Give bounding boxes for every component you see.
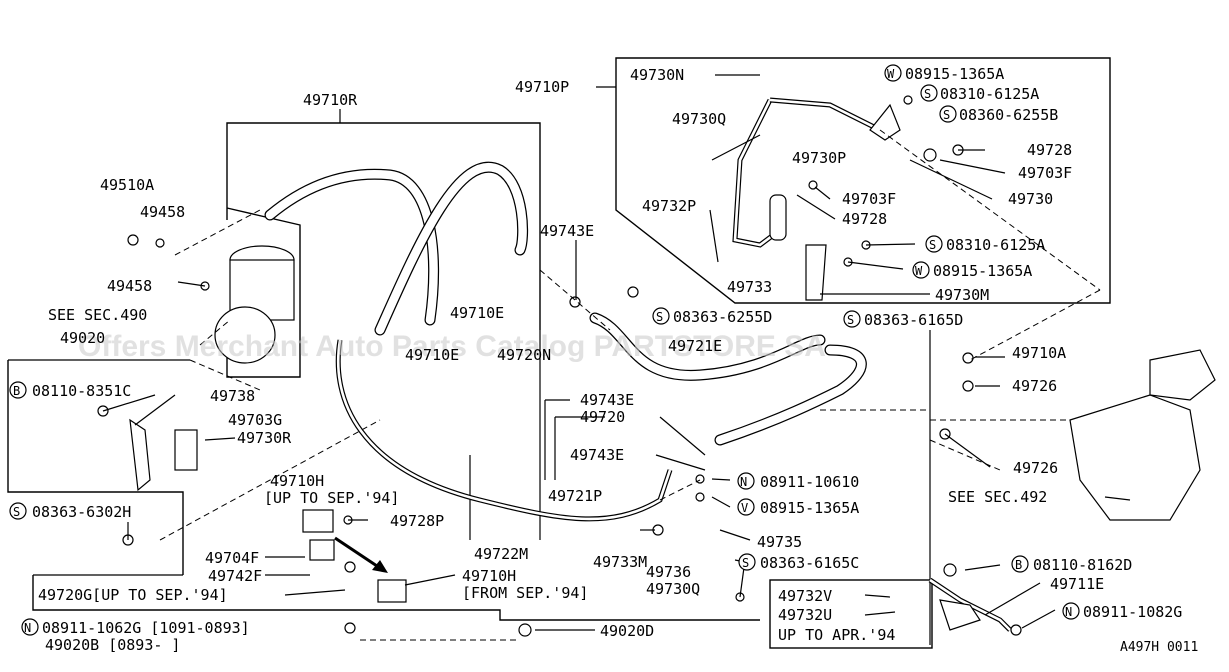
label-08911-1082G: 08911-1082G bbox=[1083, 603, 1182, 621]
label-49722M: 49722M bbox=[474, 545, 528, 563]
svg-text:V: V bbox=[741, 501, 748, 515]
label-49720: 49720 bbox=[580, 408, 625, 426]
label-49733M: 49733M bbox=[593, 553, 647, 571]
label-49020: 49020 bbox=[60, 329, 105, 347]
svg-text:W: W bbox=[915, 264, 923, 278]
label-see-sec-492: SEE SEC.492 bbox=[948, 488, 1047, 506]
label-08915-1365A-2: 08915-1365A bbox=[933, 262, 1032, 280]
label-49720N: 49720N bbox=[497, 346, 551, 364]
label-08363-6165D: 08363-6165D bbox=[864, 311, 963, 329]
label-49510A: 49510A bbox=[100, 176, 154, 194]
label-49458-b: 49458 bbox=[107, 277, 152, 295]
pipe-lines bbox=[335, 97, 1012, 632]
label-up-to-apr-94: UP TO APR.'94 bbox=[778, 626, 895, 644]
label-49710H-a: 49710H bbox=[270, 472, 324, 490]
svg-text:W: W bbox=[887, 67, 895, 81]
label-up-to-sep-94-a: [UP TO SEP.'94] bbox=[264, 489, 399, 507]
svg-text:S: S bbox=[13, 505, 20, 519]
watermark-text: Offers Merchant Auto Parts Catalog PARTS… bbox=[78, 330, 826, 363]
label-49728P: 49728P bbox=[390, 512, 444, 530]
label-49730P: 49730P bbox=[792, 149, 846, 167]
svg-text:N: N bbox=[1065, 605, 1072, 619]
label-from-sep-94: [FROM SEP.'94] bbox=[462, 584, 588, 602]
svg-text:S: S bbox=[929, 238, 936, 252]
label-49732U: 49732U bbox=[778, 606, 832, 624]
footer-code: A497H 0011 bbox=[1120, 640, 1198, 655]
label-49730Q-b: 49730Q bbox=[646, 580, 700, 598]
label-49711E: 49711E bbox=[1050, 575, 1104, 593]
label-08360-6255B: 08360-6255B bbox=[959, 106, 1058, 124]
label-08363-6165C: 08363-6165C bbox=[760, 554, 859, 572]
label-08915-1365A-3: 08915-1365A bbox=[760, 499, 859, 517]
label-49743E-a: 49743E bbox=[540, 222, 594, 240]
label-49458-a: 49458 bbox=[140, 203, 185, 221]
label-49730Q: 49730Q bbox=[672, 110, 726, 128]
label-49704F: 49704F bbox=[205, 549, 259, 567]
label-49738: 49738 bbox=[210, 387, 255, 405]
label-08110-8351C: 08110-8351C bbox=[32, 382, 131, 400]
prefix-markers: W S S S W S S B N V S S B N N bbox=[9, 64, 1080, 636]
svg-text:N: N bbox=[740, 475, 747, 489]
dashed-lines bbox=[159, 129, 1101, 641]
label-49020B: 49020B [0893- ] bbox=[45, 636, 180, 654]
label-49732V: 49732V bbox=[778, 587, 832, 605]
label-49730: 49730 bbox=[1008, 190, 1053, 208]
frame-lines bbox=[7, 57, 1111, 649]
label-08911-1062G: 08911-1062G [1091-0893] bbox=[42, 619, 250, 637]
label-49726-a: 49726 bbox=[1012, 377, 1057, 395]
label-49728-b: 49728 bbox=[842, 210, 887, 228]
label-49721P: 49721P bbox=[548, 487, 602, 505]
label-49720G: 49720G[UP TO SEP.'94] bbox=[38, 586, 228, 604]
label-08110-8162D: 08110-8162D bbox=[1033, 556, 1132, 574]
svg-text:S: S bbox=[656, 310, 663, 324]
part-shapes bbox=[129, 103, 1216, 631]
svg-text:B: B bbox=[1015, 558, 1022, 572]
label-49733: 49733 bbox=[727, 278, 772, 296]
label-49703F-a: 49703F bbox=[842, 190, 896, 208]
label-49703F-b: 49703F bbox=[1018, 164, 1072, 182]
label-49732P: 49732P bbox=[642, 197, 696, 215]
label-49710H-b: 49710H bbox=[462, 567, 516, 585]
svg-text:S: S bbox=[943, 108, 950, 122]
label-49710P: 49710P bbox=[515, 78, 569, 96]
label-08915-1365A-1: 08915-1365A bbox=[905, 65, 1004, 83]
leader-lines bbox=[102, 74, 1131, 631]
label-see-sec-490: SEE SEC.490 bbox=[48, 306, 147, 324]
label-49710R: 49710R bbox=[303, 91, 358, 109]
label-49020D: 49020D bbox=[600, 622, 654, 640]
label-49730N: 49730N bbox=[630, 66, 684, 84]
label-49730M: 49730M bbox=[935, 286, 989, 304]
svg-text:B: B bbox=[13, 384, 20, 398]
label-49710E-b: 49710E bbox=[405, 346, 459, 364]
label-49728-a: 49728 bbox=[1027, 141, 1072, 159]
label-08363-6255D: 08363-6255D bbox=[673, 308, 772, 326]
svg-text:S: S bbox=[742, 556, 749, 570]
label-49703G: 49703G bbox=[228, 411, 282, 429]
label-49736: 49736 bbox=[646, 563, 691, 581]
part-labels: 49710R 49710P 49730N 08915-1365A 08310-6… bbox=[32, 65, 1198, 655]
svg-text:S: S bbox=[924, 87, 931, 101]
label-49735: 49735 bbox=[757, 533, 802, 551]
hose-assemblies bbox=[264, 161, 867, 446]
label-49710E-a: 49710E bbox=[450, 304, 504, 322]
label-49742F: 49742F bbox=[208, 567, 262, 585]
label-49743E-c: 49743E bbox=[570, 446, 624, 464]
label-49743E-b: 49743E bbox=[580, 391, 634, 409]
label-08310-6125A-1: 08310-6125A bbox=[940, 85, 1039, 103]
label-49721E: 49721E bbox=[668, 337, 722, 355]
svg-text:N: N bbox=[24, 621, 31, 635]
label-49710A: 49710A bbox=[1012, 344, 1066, 362]
direction-arrow bbox=[334, 536, 388, 573]
label-49730R: 49730R bbox=[237, 429, 292, 447]
label-08310-6125A-2: 08310-6125A bbox=[946, 236, 1045, 254]
svg-text:S: S bbox=[847, 313, 854, 327]
label-49726-b: 49726 bbox=[1013, 459, 1058, 477]
label-08911-10610: 08911-10610 bbox=[760, 473, 859, 491]
label-08363-6302H: 08363-6302H bbox=[32, 503, 131, 521]
